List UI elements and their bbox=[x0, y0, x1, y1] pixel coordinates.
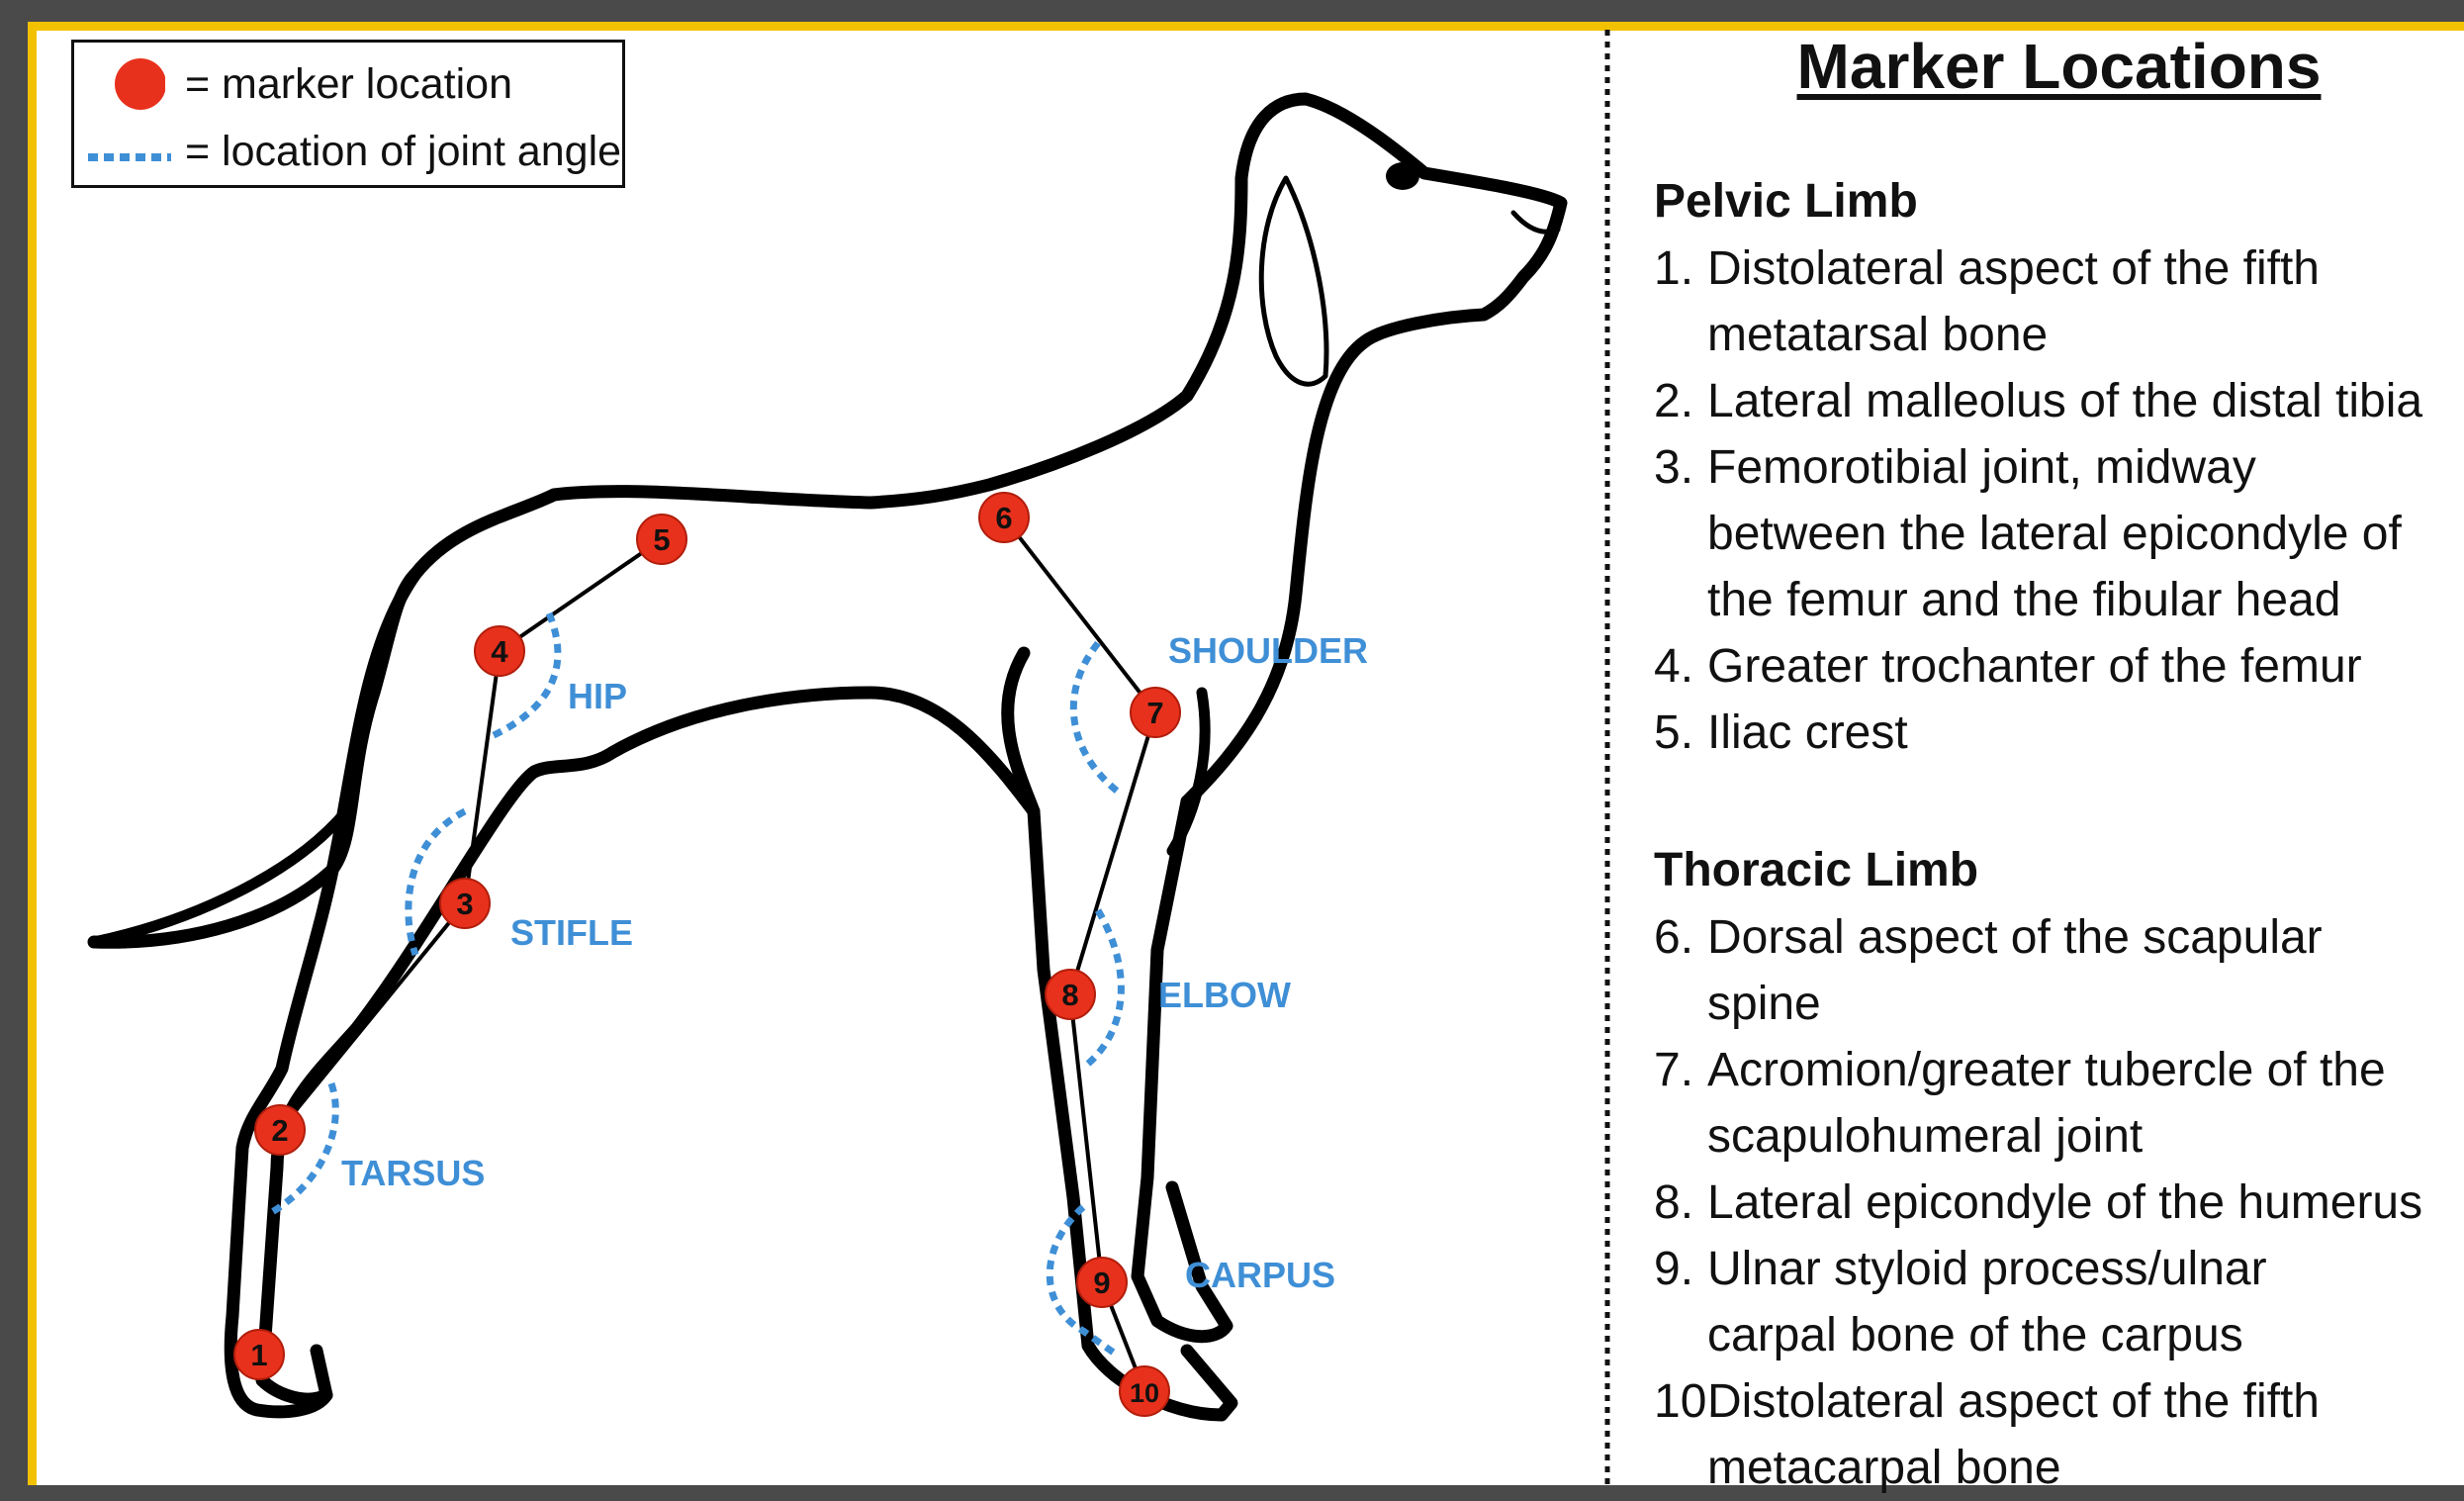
pelvic-limb-title: Pelvic Limb bbox=[1654, 174, 1918, 229]
item-text-line: metacarpal bone bbox=[1707, 1435, 2422, 1501]
item-number: 4. bbox=[1654, 633, 1693, 700]
item-number: 9. bbox=[1654, 1236, 1693, 1302]
item-text-line: carpal bone of the carpus bbox=[1707, 1302, 2422, 1368]
legend-angle-row: = location of joint angle bbox=[74, 122, 628, 181]
marker-location-item: 5.Iliac crest bbox=[1654, 700, 2422, 766]
angle-swatch-icon bbox=[86, 122, 175, 181]
marker-number: 8 bbox=[1061, 978, 1078, 1012]
marker-2: 2 bbox=[255, 1105, 305, 1155]
legend-angle-text: = location of joint angle bbox=[185, 128, 621, 176]
item-text-line: scapulohumeral joint bbox=[1707, 1103, 2422, 1170]
item-text-line: spine bbox=[1707, 971, 2422, 1037]
dog-outline bbox=[94, 99, 1561, 1415]
shoulder-label: SHOULDER bbox=[1168, 630, 1368, 671]
hip-label: HIP bbox=[568, 676, 627, 716]
marker-10: 10 bbox=[1120, 1366, 1169, 1416]
item-text-line: Acromion/greater tubercle of the bbox=[1707, 1037, 2422, 1103]
marker-swatch-icon bbox=[96, 54, 165, 114]
panel-title: Marker Locations bbox=[1654, 30, 2464, 103]
marker-number: 6 bbox=[995, 501, 1012, 535]
item-text-line: between the lateral epicondyle of bbox=[1707, 501, 2422, 567]
item-number: 7. bbox=[1654, 1037, 1693, 1103]
marker-number: 5 bbox=[653, 522, 670, 557]
marker-5: 5 bbox=[637, 515, 686, 564]
marker-8: 8 bbox=[1046, 970, 1095, 1019]
legend-marker-text: = marker location bbox=[185, 60, 512, 109]
item-number: 8. bbox=[1654, 1170, 1693, 1236]
item-text-line: metatarsal bone bbox=[1707, 302, 2422, 368]
marker-3: 3 bbox=[440, 879, 490, 928]
item-number: 6. bbox=[1654, 904, 1693, 971]
joint-labels: HIP STIFLE TARSUS SHOULDER ELBOW CARPUS bbox=[341, 630, 1368, 1295]
marker-location-item: 8.Lateral epicondyle of the humerus bbox=[1654, 1170, 2422, 1236]
item-text-line: Dorsal aspect of the scapular bbox=[1707, 904, 2422, 971]
item-number: 3. bbox=[1654, 434, 1693, 501]
legend-marker-row: = marker location bbox=[74, 54, 628, 114]
marker-4: 4 bbox=[475, 626, 524, 676]
marker-number: 7 bbox=[1146, 696, 1163, 730]
item-number: 1. bbox=[1654, 235, 1693, 302]
item-text-line: Lateral malleolus of the distal tibia bbox=[1707, 368, 2422, 434]
marker-number: 1 bbox=[250, 1338, 267, 1372]
marker-number: 3 bbox=[456, 887, 473, 921]
marker-locations-panel: Marker Locations Pelvic Limb 1.Distolate… bbox=[1654, 0, 2464, 1485]
marker-7: 7 bbox=[1131, 688, 1180, 737]
marker-number: 9 bbox=[1093, 1266, 1110, 1300]
elbow-label: ELBOW bbox=[1158, 975, 1291, 1015]
stifle-label: STIFLE bbox=[510, 912, 633, 953]
item-text-line: Distolateral aspect of the fifth bbox=[1707, 1368, 2422, 1435]
legend-box: = marker location = location of joint an… bbox=[71, 40, 625, 188]
thoracic-limb-title: Thoracic Limb bbox=[1654, 843, 1978, 897]
item-text-line: the femur and the fibular head bbox=[1707, 567, 2422, 633]
carpus-label: CARPUS bbox=[1185, 1255, 1335, 1295]
shoulder-angle-arc bbox=[1073, 643, 1118, 792]
item-text-line: Ulnar styloid process/ulnar bbox=[1707, 1236, 2422, 1302]
item-number: 2. bbox=[1654, 368, 1693, 434]
item-text-line: Greater trochanter of the femur bbox=[1707, 633, 2422, 700]
marker-9: 9 bbox=[1077, 1258, 1127, 1307]
marker-number: 2 bbox=[271, 1113, 288, 1148]
item-number: 5. bbox=[1654, 700, 1693, 766]
marker-number: 10 bbox=[1130, 1378, 1159, 1408]
marker-location-item: 2.Lateral malleolus of the distal tibia bbox=[1654, 368, 2422, 434]
item-text-line: Distolateral aspect of the fifth bbox=[1707, 235, 2422, 302]
marker-6: 6 bbox=[979, 493, 1029, 542]
dog-eye bbox=[1386, 162, 1419, 190]
item-text-line: Femorotibial joint, midway bbox=[1707, 434, 2422, 501]
marker-location-item: 4.Greater trochanter of the femur bbox=[1654, 633, 2422, 700]
marker-number: 4 bbox=[491, 634, 508, 669]
marker-1: 1 bbox=[234, 1330, 284, 1379]
tarsus-label: TARSUS bbox=[341, 1153, 485, 1193]
item-text-line: Iliac crest bbox=[1707, 700, 2422, 766]
item-text-line: Lateral epicondyle of the humerus bbox=[1707, 1170, 2422, 1236]
item-number: 10. bbox=[1654, 1368, 1720, 1435]
